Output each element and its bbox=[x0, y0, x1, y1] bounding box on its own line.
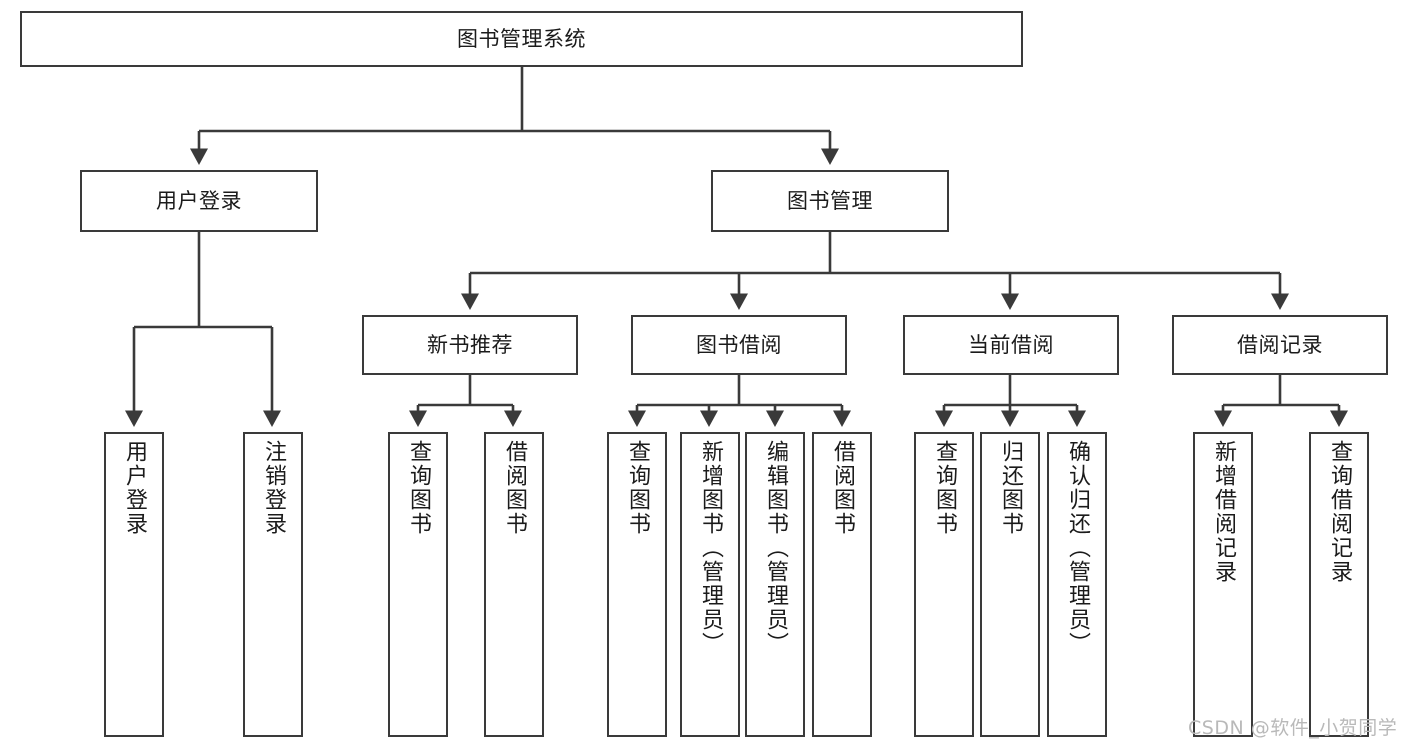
leaf-user-login-1[interactable]: 用户登录 bbox=[104, 432, 164, 737]
node-user-login-label: 用户登录 bbox=[156, 188, 242, 213]
leaf-book-borrow-1[interactable]: 查询图书 bbox=[607, 432, 667, 737]
leaf-new-book-2[interactable]: 借阅图书 bbox=[484, 432, 544, 737]
leaf-book-borrow-4-label: 借阅图书 bbox=[830, 440, 855, 536]
leaf-user-login-2-label: 注销登录 bbox=[261, 440, 286, 536]
leaf-current-borrow-2[interactable]: 归还图书 bbox=[980, 432, 1040, 737]
leaf-current-borrow-3-label: 确认归还（管理员） bbox=[1065, 440, 1090, 656]
leaf-book-borrow-3[interactable]: 编辑图书（管理员） bbox=[745, 432, 805, 737]
leaf-current-borrow-1[interactable]: 查询图书 bbox=[914, 432, 974, 737]
leaf-borrow-record-1-label: 新增借阅记录 bbox=[1211, 440, 1236, 584]
node-borrow-record[interactable]: 借阅记录 bbox=[1172, 315, 1388, 375]
leaf-current-borrow-1-label: 查询图书 bbox=[932, 440, 957, 536]
node-root[interactable]: 图书管理系统 bbox=[20, 11, 1023, 67]
leaf-current-borrow-3[interactable]: 确认归还（管理员） bbox=[1047, 432, 1107, 737]
leaf-borrow-record-1[interactable]: 新增借阅记录 bbox=[1193, 432, 1253, 737]
node-book-borrow[interactable]: 图书借阅 bbox=[631, 315, 847, 375]
leaf-new-book-1[interactable]: 查询图书 bbox=[388, 432, 448, 737]
leaf-current-borrow-2-label: 归还图书 bbox=[998, 440, 1023, 536]
leaf-user-login-1-label: 用户登录 bbox=[122, 440, 147, 536]
node-borrow-record-label: 借阅记录 bbox=[1237, 332, 1323, 357]
leaf-book-borrow-2[interactable]: 新增图书（管理员） bbox=[680, 432, 740, 737]
node-new-book-recommend[interactable]: 新书推荐 bbox=[362, 315, 578, 375]
node-root-label: 图书管理系统 bbox=[457, 26, 586, 51]
node-current-borrow[interactable]: 当前借阅 bbox=[903, 315, 1119, 375]
leaf-book-borrow-3-label: 编辑图书（管理员） bbox=[763, 440, 788, 656]
node-book-management[interactable]: 图书管理 bbox=[711, 170, 949, 232]
leaf-new-book-2-label: 借阅图书 bbox=[502, 440, 527, 536]
csdn-watermark: CSDN @软件_小贺同学 bbox=[1188, 717, 1398, 739]
leaf-borrow-record-2-label: 查询借阅记录 bbox=[1327, 440, 1352, 584]
node-current-borrow-label: 当前借阅 bbox=[968, 332, 1054, 357]
node-book-borrow-label: 图书借阅 bbox=[696, 332, 782, 357]
leaf-borrow-record-2[interactable]: 查询借阅记录 bbox=[1309, 432, 1369, 737]
leaf-book-borrow-4[interactable]: 借阅图书 bbox=[812, 432, 872, 737]
node-new-book-recommend-label: 新书推荐 bbox=[427, 332, 513, 357]
node-book-management-label: 图书管理 bbox=[787, 188, 873, 213]
leaf-new-book-1-label: 查询图书 bbox=[406, 440, 431, 536]
leaf-user-login-2[interactable]: 注销登录 bbox=[243, 432, 303, 737]
node-user-login[interactable]: 用户登录 bbox=[80, 170, 318, 232]
leaf-book-borrow-2-label: 新增图书（管理员） bbox=[698, 440, 723, 656]
leaf-book-borrow-1-label: 查询图书 bbox=[625, 440, 650, 536]
